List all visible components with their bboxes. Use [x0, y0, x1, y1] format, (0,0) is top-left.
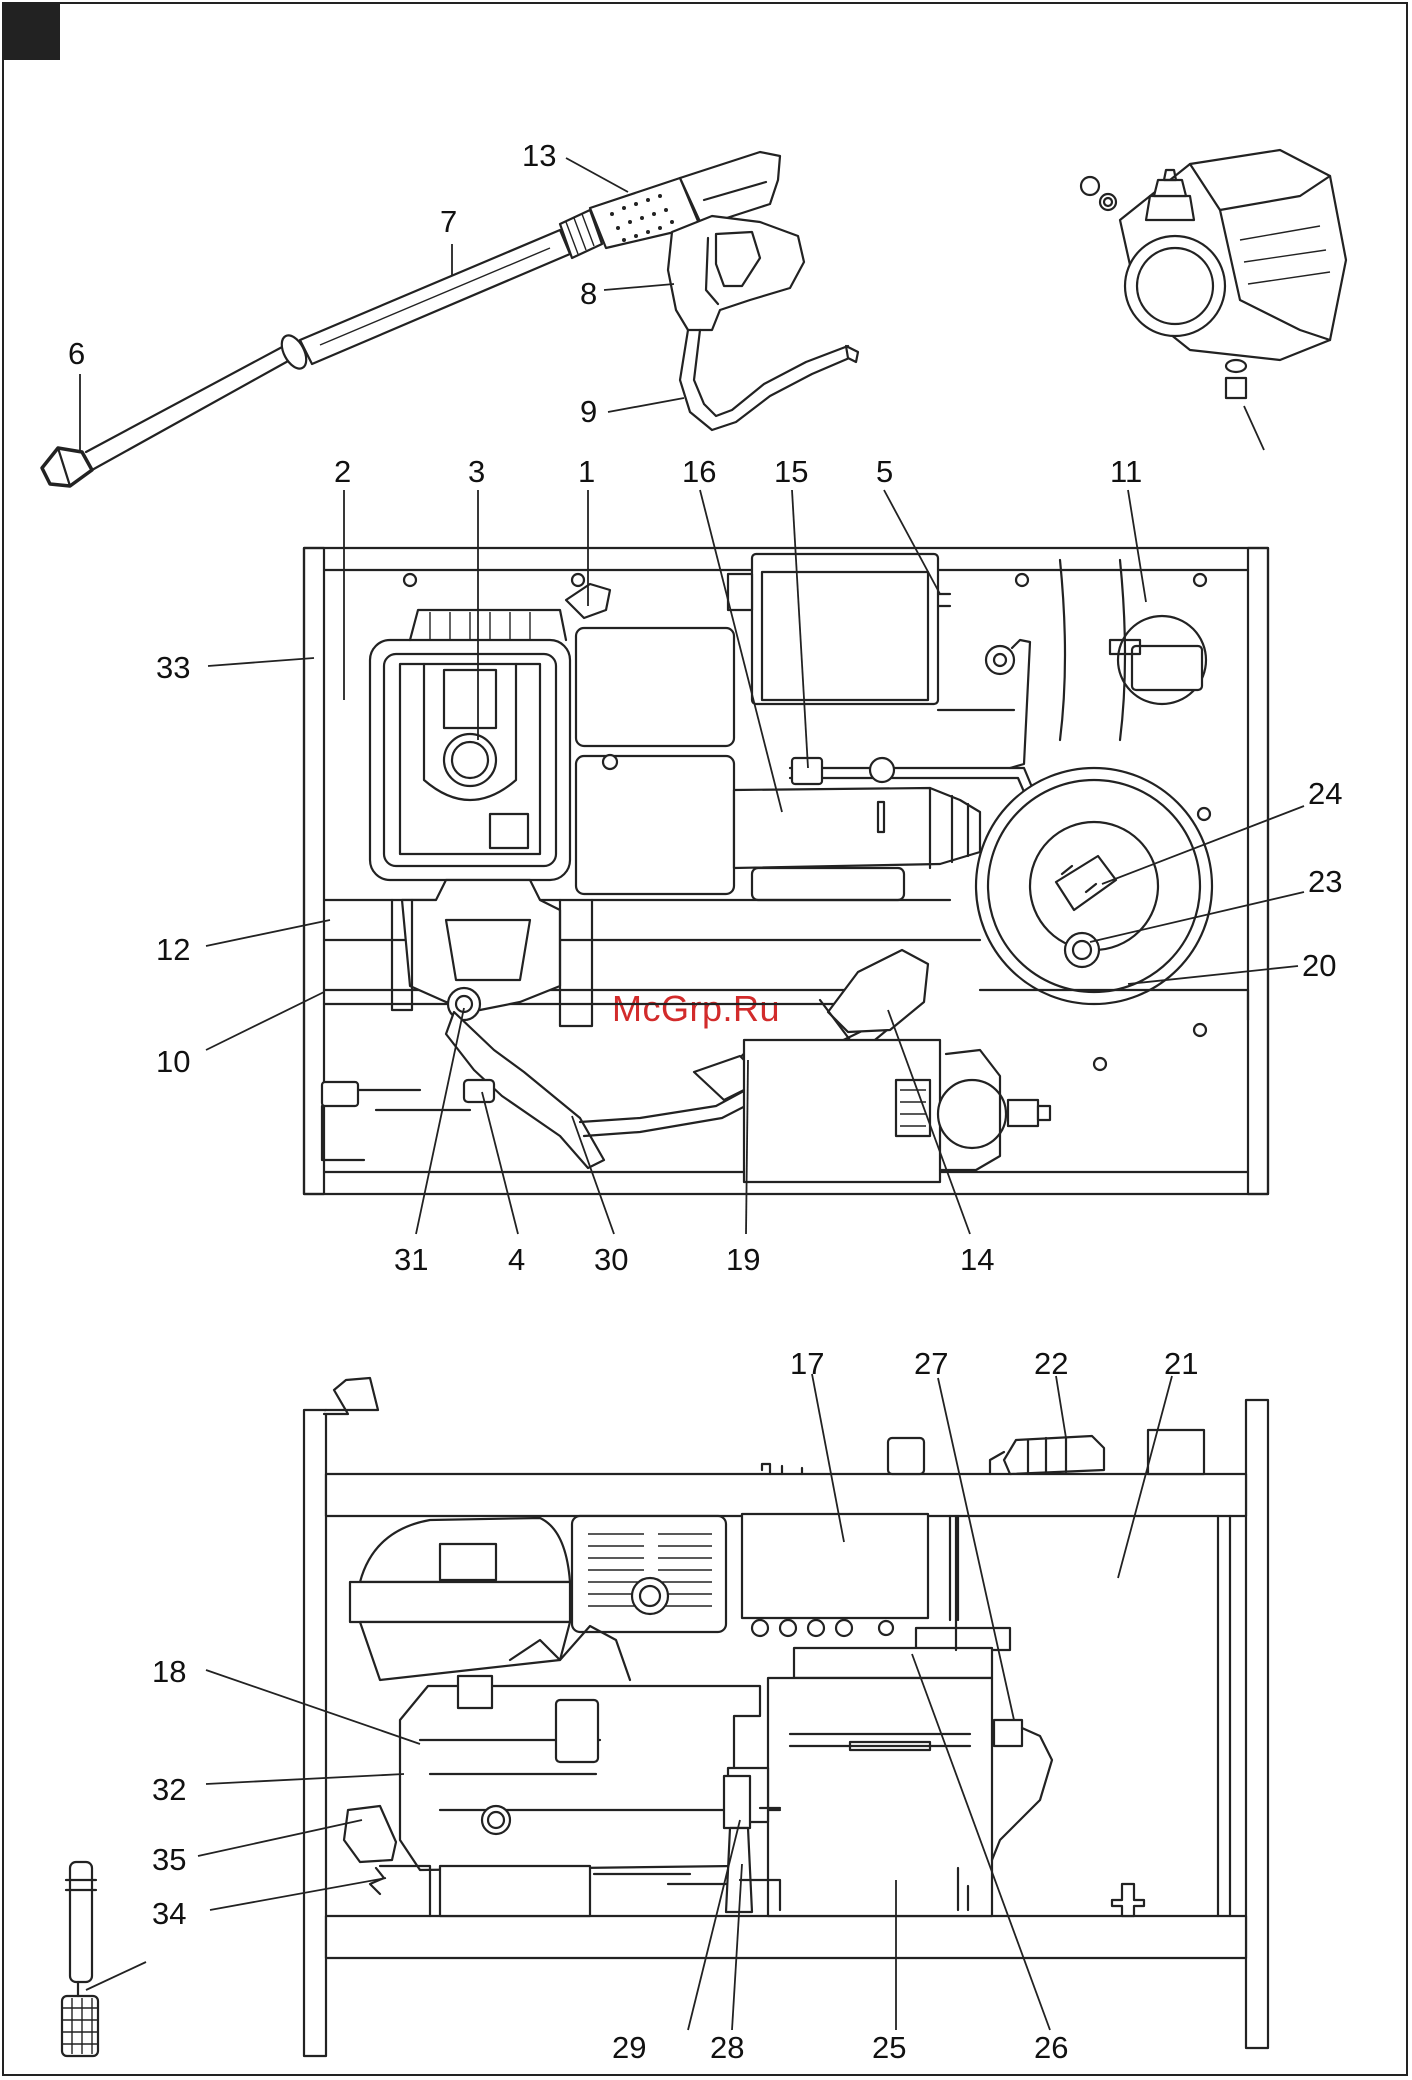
side-view-illustration: [304, 1378, 1268, 2056]
pump-head-illustration: [1081, 150, 1346, 450]
callout-8: 8: [580, 276, 597, 311]
callout-16: 16: [682, 454, 716, 489]
callout-19: 19: [726, 1242, 760, 1277]
callout-34: 34: [152, 1896, 186, 1931]
callout-2: 2: [334, 454, 351, 489]
callout-1: 1: [578, 454, 595, 489]
callout-18: 18: [152, 1654, 186, 1689]
callout-10: 10: [156, 1044, 190, 1079]
callout-29: 29: [612, 2030, 646, 2065]
callout-9: 9: [580, 394, 597, 429]
top-view-illustration: [304, 548, 1268, 1194]
callout-20: 20: [1302, 948, 1336, 983]
callout-35: 35: [152, 1842, 186, 1877]
callout-12: 12: [156, 932, 190, 967]
callout-22: 22: [1034, 1346, 1068, 1381]
callout-32: 32: [152, 1772, 186, 1807]
callout-24: 24: [1308, 776, 1342, 811]
callout-6: 6: [68, 336, 85, 371]
callout-27: 27: [914, 1346, 948, 1381]
filter-detail-illustration: [62, 1862, 146, 2056]
callout-23: 23: [1308, 864, 1342, 899]
callout-4: 4: [508, 1242, 525, 1277]
callout-33: 33: [156, 650, 190, 685]
callout-5: 5: [876, 454, 893, 489]
callout-14: 14: [960, 1242, 994, 1277]
callout-7: 7: [440, 204, 457, 239]
callout-11: 11: [1110, 454, 1142, 489]
callout-30: 30: [594, 1242, 628, 1277]
callout-26: 26: [1034, 2030, 1068, 2065]
callout-31: 31: [394, 1242, 428, 1277]
callout-25: 25: [872, 2030, 906, 2065]
callout-28: 28: [710, 2030, 744, 2065]
callout-21: 21: [1164, 1346, 1198, 1381]
callout-3: 3: [468, 454, 485, 489]
callout-15: 15: [774, 454, 808, 489]
callout-17: 17: [790, 1346, 824, 1381]
spray-gun-illustration: [42, 152, 858, 486]
callout-13: 13: [522, 138, 556, 173]
